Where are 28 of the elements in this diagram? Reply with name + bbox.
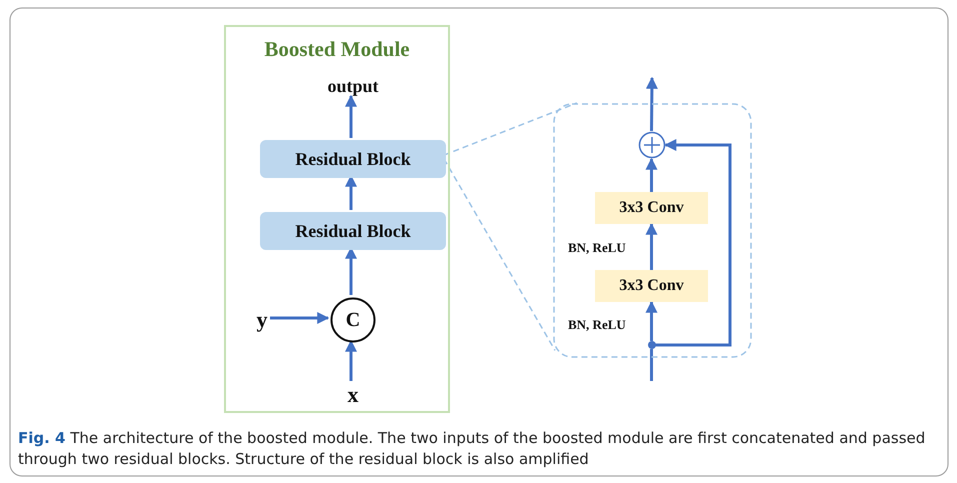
input-label: y [256, 307, 268, 333]
panel-title: Boosted Module [264, 37, 410, 62]
box-label: 3x3 Conv [619, 199, 684, 217]
arrow [345, 94, 357, 138]
box-label: 3x3 Conv [619, 277, 684, 295]
arrow [345, 340, 357, 381]
arrow [646, 158, 658, 192]
arrow [646, 300, 658, 341]
arrow [656, 139, 732, 346]
zoom-line [443, 158, 556, 351]
concat-symbol: C [346, 308, 360, 332]
box-label: Residual Block [295, 220, 411, 242]
process-box [595, 270, 708, 302]
module-panel [224, 25, 450, 413]
operation-label: BN, ReLU [568, 317, 626, 333]
arrow [646, 76, 658, 132]
input-label: x [348, 382, 358, 408]
connector-line [650, 349, 653, 381]
figure-caption: Fig. 4 The architecture of the boosted module. The two inputs of the boosted module are first concatenated and passed through two residual blocks. Structure of the residual block is also amplified [18, 428, 926, 470]
process-box [595, 192, 708, 224]
zoom-line [444, 102, 578, 156]
operation-label: BN, ReLU [568, 240, 626, 256]
box-label: Residual Block [295, 148, 411, 170]
output-label: output [327, 76, 379, 96]
arrow [270, 312, 330, 324]
arrow [646, 222, 658, 270]
process-box [260, 212, 446, 250]
process-box [260, 140, 446, 178]
